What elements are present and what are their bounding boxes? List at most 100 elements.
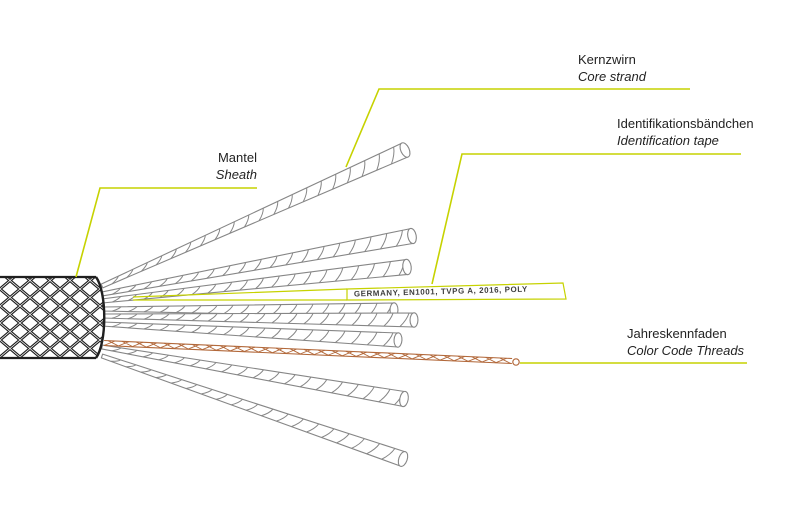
core-strand-5-twist-line	[255, 313, 266, 323]
core-strand-8-twist-line	[140, 369, 152, 373]
core-strand-2-twist-line	[159, 278, 168, 287]
leader-core-strand	[345, 88, 690, 168]
core-strand-6-twist-line	[143, 323, 154, 330]
core-strand-2-twist-line	[269, 255, 278, 268]
core-strand-2-twist-line	[380, 233, 388, 250]
core-strand-2-twist-line	[127, 284, 137, 293]
core-strand-top-twist-line	[288, 194, 293, 209]
core-strand-2-twist-line	[316, 246, 325, 260]
core-strand-5-twist-line	[127, 313, 138, 320]
core-strand-6-twist-line	[207, 326, 218, 334]
core-strand-8-twist-line	[351, 438, 365, 449]
core-strand-7-twist-line	[158, 354, 169, 361]
braided-sheath	[0, 275, 106, 360]
core-strand-3-twist-line	[303, 271, 312, 285]
color-code-thread	[103, 339, 520, 366]
core-strand-top-twist-line	[141, 262, 148, 272]
core-strand-6-twist-line	[319, 330, 330, 342]
core-strand-top-twist-line	[170, 248, 177, 259]
core-strand-5-twist-line	[303, 313, 314, 325]
core-strand-7-twist-line	[284, 374, 296, 385]
core-strand-8-twist-line	[170, 379, 182, 384]
core-strand-2-twist-line	[206, 268, 215, 279]
strand-fan	[100, 142, 419, 467]
core-strand-5-twist-line	[287, 313, 298, 324]
sheath-braid-pattern	[0, 277, 105, 358]
core-strand-5-twist-line	[159, 313, 170, 321]
core-strand-5-twist-line	[143, 313, 154, 320]
leader-sheath	[75, 187, 257, 278]
core-strand-2-twist-line	[143, 281, 153, 290]
core-strand-5-twist-line	[399, 312, 410, 327]
core-strand-8-twist-line	[261, 408, 274, 417]
core-strand-6-twist-line	[287, 329, 298, 340]
core-strand-6-twist-line	[271, 328, 282, 339]
core-strand-4-twist-line	[223, 304, 234, 314]
core-strand-3-twist-line	[207, 284, 217, 294]
core-strand-6-twist-line	[382, 332, 394, 347]
core-strand-7-twist-line	[221, 364, 233, 373]
core-strand-6-twist-line	[159, 324, 170, 331]
core-strand-7-twist-line	[346, 384, 359, 397]
core-strand-4-twist-line	[191, 305, 202, 314]
core-strand-8-twist-line	[200, 389, 213, 395]
core-strand-2-twist-line	[364, 236, 372, 252]
core-strand-4-twist-line	[111, 306, 122, 312]
core-strand-7-twist-line	[237, 367, 249, 376]
core-strand-5-twist-line	[271, 313, 282, 324]
core-strand-2-twist-line	[111, 287, 121, 295]
core-strand-6-twist-line	[127, 322, 138, 329]
core-strand-7-twist-line	[111, 347, 122, 352]
core-strand-top-end-cap	[399, 142, 411, 158]
core-strand-top-twist-line	[376, 153, 380, 171]
sheath-cut-edge	[94, 276, 106, 359]
core-strand-6-twist-line	[303, 329, 314, 341]
core-strand-6-twist-line	[191, 325, 202, 333]
label-color-code-threads: Jahreskennfaden Color Code Threads	[627, 325, 744, 359]
core-strand-7-twist-line	[205, 362, 217, 370]
core-strand-top-twist-line	[273, 201, 279, 215]
core-strand-6-twist-line	[175, 324, 186, 332]
label-color-code-threads-de: Jahreskennfaden	[627, 326, 727, 341]
leader-lines	[75, 88, 747, 364]
core-strand-5-twist-line	[207, 313, 218, 322]
core-strand-7-twist-line	[252, 369, 264, 379]
core-strand-6-twist-line	[335, 330, 346, 343]
core-strand-8-twist-line	[276, 413, 289, 422]
core-strand-top-twist-line	[302, 187, 308, 203]
core-strand-4-twist-line	[159, 305, 170, 313]
leader-identification-tape	[431, 153, 741, 285]
core-strand-7-end-cap	[399, 390, 409, 408]
core-strand-5-end-cap	[409, 312, 419, 328]
label-sheath-de: Mantel	[217, 150, 257, 165]
core-strand-5-twist-line	[191, 313, 202, 322]
sheath-edges	[0, 275, 96, 360]
core-strand-top-twist-line	[185, 242, 192, 253]
core-strand-2-twist-line	[395, 230, 403, 247]
core-strand-6-twist-line	[223, 326, 234, 336]
core-strand-8-twist-line	[381, 448, 396, 460]
core-strand-8-twist-line	[185, 384, 198, 389]
core-strand-top-twist-line	[390, 146, 395, 165]
core-strand-top-twist-line	[214, 228, 221, 241]
label-core-strand-en: Core strand	[578, 69, 646, 84]
core-strand-4-twist-line	[207, 305, 218, 314]
core-strand-7-twist-line	[362, 386, 375, 400]
label-identification-tape-de: Identifikationsbändchen	[617, 116, 754, 131]
core-strand-3-twist-line	[143, 292, 153, 300]
core-strand-7-twist-line	[189, 359, 201, 367]
core-strand-5-twist-line	[111, 313, 122, 319]
core-strand-top-twist-line	[258, 208, 264, 222]
core-strand-7-twist-line	[299, 376, 312, 388]
core-strand-4-twist-line	[127, 306, 138, 313]
tape-left-edges	[132, 288, 348, 301]
label-core-strand: Kernzwirn Core strand	[578, 51, 646, 85]
tape-printed-area	[346, 282, 567, 301]
core-strand-6-twist-line	[350, 331, 362, 345]
core-strand-8-twist-line	[215, 394, 228, 400]
core-strand-3-twist-line	[271, 275, 280, 288]
core-strand-3-twist-line	[382, 261, 391, 278]
core-strand-top-twist-line	[346, 167, 351, 184]
core-strand-3-twist-line	[366, 263, 376, 279]
